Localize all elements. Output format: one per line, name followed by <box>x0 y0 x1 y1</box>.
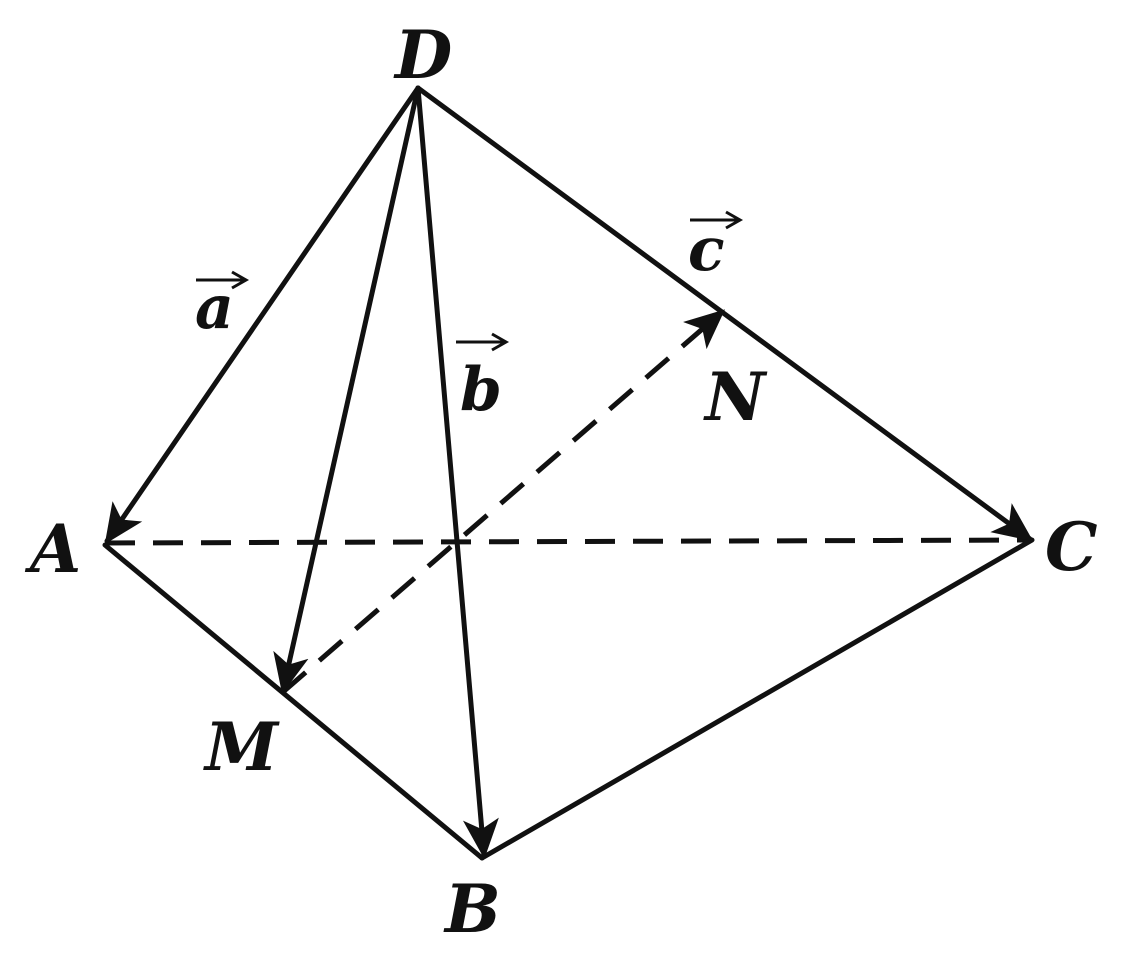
midpoint-label-n: N <box>703 358 768 436</box>
vector-label-c-group: c <box>688 210 744 285</box>
vector-bar-b-arrow-icon <box>491 332 510 352</box>
vector-d-b <box>415 85 499 859</box>
edge-b-c <box>479 537 1035 861</box>
edge-a-c-hidden <box>104 537 1033 546</box>
vertex-label-a: A <box>24 510 81 588</box>
vector-label-b-group: b <box>456 332 510 425</box>
vector-label-a-group: a <box>195 270 250 343</box>
vector-label-c: c <box>688 215 725 285</box>
vector-m-n <box>281 309 726 694</box>
vector-label-a: a <box>195 273 234 343</box>
vector-bar-c-arrow-icon <box>725 210 744 230</box>
vector-label-b: b <box>460 355 502 425</box>
vector-bar-a-arrow-icon <box>231 270 250 290</box>
vector-d-c <box>415 85 1034 542</box>
edge-a-b <box>102 542 485 861</box>
midpoint-label-m: M <box>203 708 280 786</box>
vector-d-a <box>104 85 421 545</box>
vector-d-m <box>273 85 421 694</box>
vertex-label-c: C <box>1045 508 1098 586</box>
vertex-label-b: B <box>443 870 501 948</box>
vertex-label-d: D <box>393 16 452 94</box>
